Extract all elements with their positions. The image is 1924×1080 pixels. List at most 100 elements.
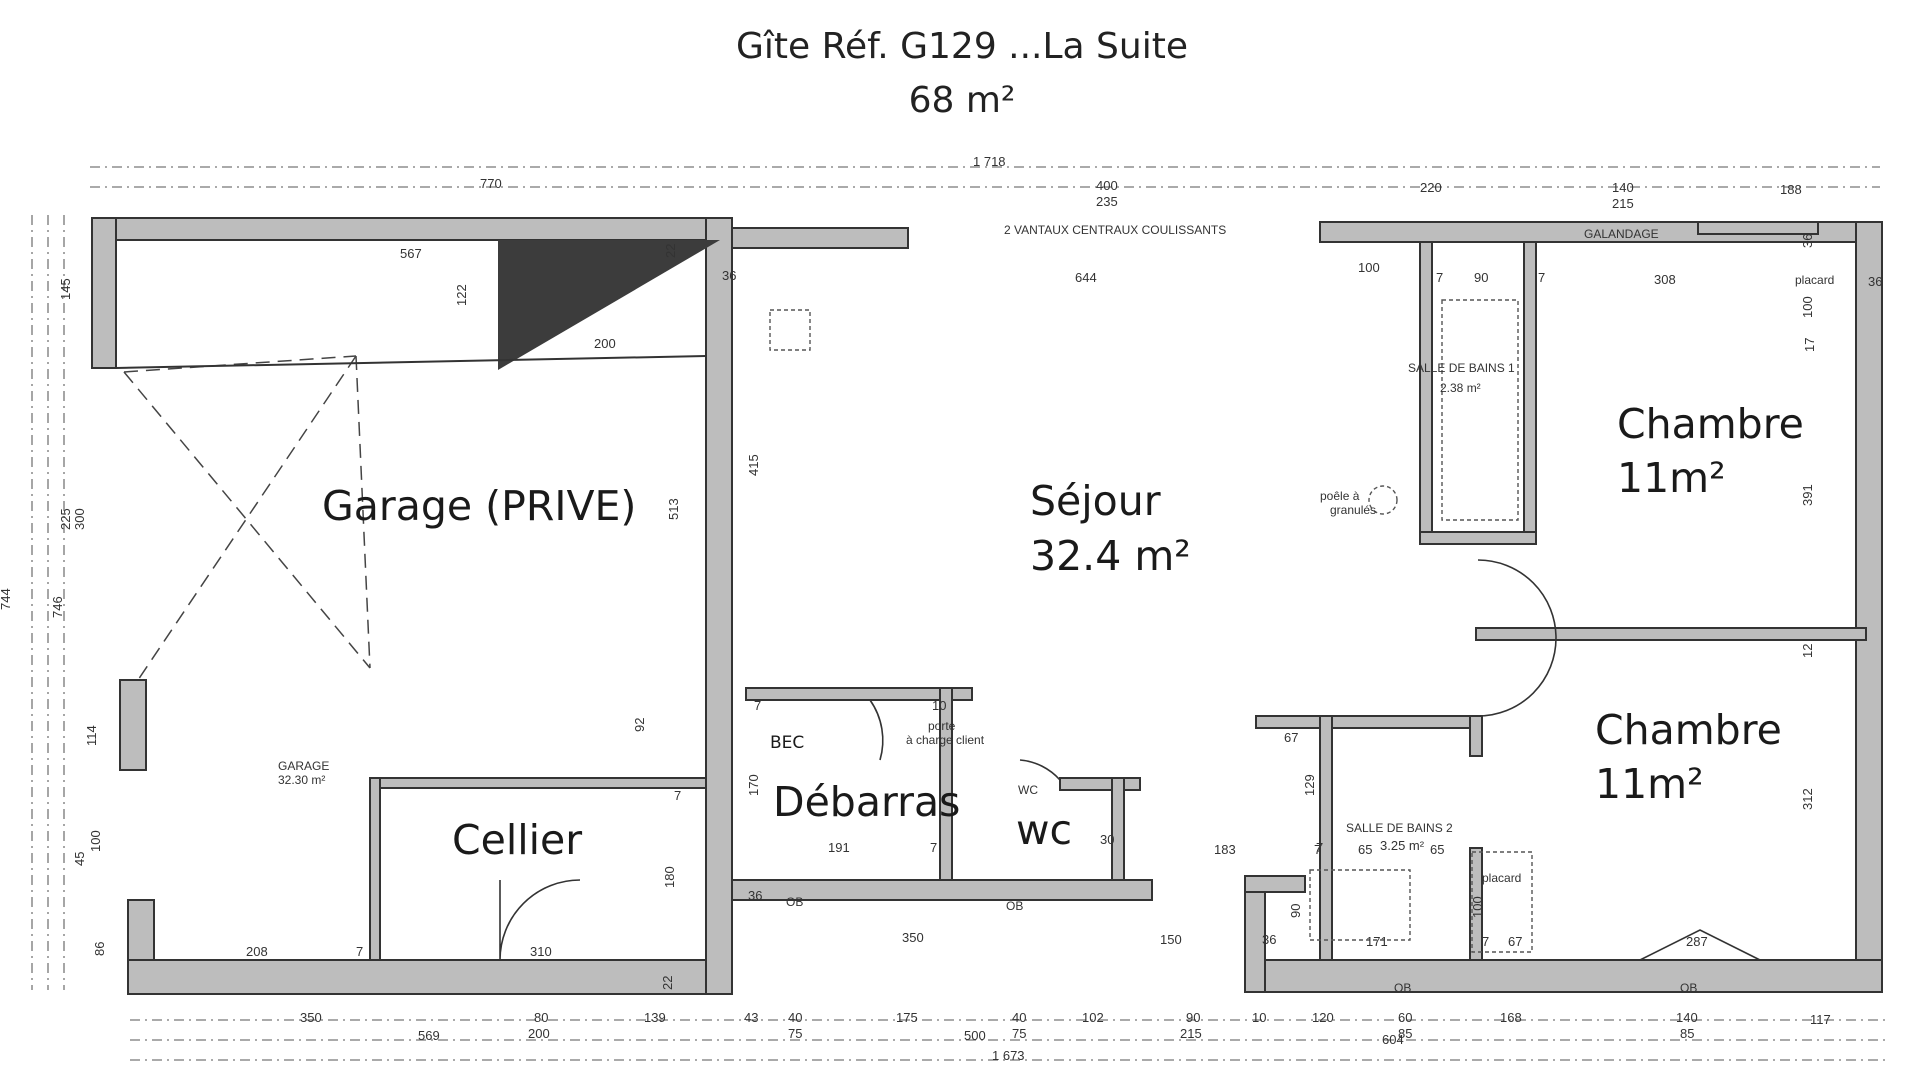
- dim-label: 168: [1500, 1010, 1522, 1025]
- wc-right-wall: [1111, 777, 1125, 881]
- dim-label: 604: [1382, 1032, 1404, 1047]
- dim-label: 43: [744, 1010, 758, 1025]
- dim-label: 22: [663, 244, 678, 258]
- debarras-top-wall: [745, 687, 973, 701]
- bec-label: BEC: [770, 733, 804, 753]
- dim-label: 75: [788, 1026, 802, 1041]
- chambres-separation-wall: [1475, 627, 1867, 641]
- dim-label: 400: [1096, 178, 1118, 193]
- sdb2-right-wall: [1469, 847, 1483, 961]
- dim-label: 7: [930, 840, 937, 855]
- dim-label: 140: [1676, 1010, 1698, 1025]
- dim-label: 36: [722, 268, 736, 283]
- dim-label: 86: [92, 942, 107, 956]
- dim-label: 569: [418, 1028, 440, 1043]
- porte-label: porte: [928, 719, 956, 733]
- garage-area-label: 32.30 m²: [278, 773, 325, 787]
- dim-label: 7: [1436, 270, 1443, 285]
- dim-label: 60: [1398, 1010, 1412, 1025]
- dim-label: 90: [1288, 904, 1303, 918]
- sdb1-right-wall: [1523, 241, 1537, 543]
- room-chambre-2: Chambre: [1595, 706, 1782, 754]
- ob-label-4: OB: [1680, 981, 1697, 995]
- wc-door: [1019, 759, 1061, 781]
- dim-label: 200: [528, 1026, 550, 1041]
- dim-label: 139: [644, 1010, 666, 1025]
- dim-label: 415: [746, 454, 761, 476]
- entry-wall: [1244, 875, 1306, 893]
- dim-label: 312: [1800, 788, 1815, 810]
- dim-label: 175: [896, 1010, 918, 1025]
- dim-label: 1 718: [973, 154, 1006, 169]
- plan-title: Gîte Réf. G129 ...La Suite: [736, 26, 1188, 67]
- dim-label: 208: [246, 944, 268, 959]
- galandage-label: GALANDAGE: [1584, 227, 1659, 241]
- debarras-right-wall: [939, 687, 953, 881]
- chambre-window-symbol: [1639, 929, 1761, 961]
- dim-label: 171: [1366, 934, 1388, 949]
- garage-door-edge-top: [123, 355, 357, 373]
- sdb2-top-wall: [1255, 715, 1483, 729]
- dim-label: 7: [754, 698, 761, 713]
- dim-label: 1 673: [992, 1048, 1025, 1063]
- garage-left-wall-upper: [91, 217, 117, 369]
- sdb2-shower: [1309, 869, 1411, 941]
- dim-label: 67: [1284, 730, 1298, 745]
- dim-label: 36: [748, 888, 762, 903]
- dim-label: 122: [454, 284, 469, 306]
- dim-label: 85: [1680, 1026, 1694, 1041]
- room-chambre-2-area: 11m²: [1595, 760, 1704, 808]
- dim-label: 215: [1180, 1026, 1202, 1041]
- dim-label: 10: [1252, 1010, 1266, 1025]
- wc-small-label: WC: [1018, 783, 1038, 797]
- sdb1-area-label: 2.38 m²: [1440, 381, 1481, 395]
- garage-beam-line: [115, 355, 707, 369]
- dim-label: 287: [1686, 934, 1708, 949]
- placard-label-1: placard: [1795, 273, 1834, 287]
- dim-label: 85: [1398, 1026, 1412, 1041]
- dim-label: 350: [300, 1010, 322, 1025]
- dim-label: 220: [1420, 180, 1442, 195]
- dim-label: 40: [788, 1010, 802, 1025]
- dim-label: 17: [1802, 338, 1817, 352]
- room-wc: wc: [1016, 806, 1072, 854]
- dim-label: 235: [1096, 194, 1118, 209]
- dim-label: 10: [932, 698, 946, 713]
- dim-label: 391: [1800, 484, 1815, 506]
- dim-label: 75: [1012, 1026, 1026, 1041]
- sdb2-label: SALLE DE BAINS 2: [1346, 821, 1453, 835]
- dim-label: 744: [0, 588, 13, 610]
- dim-label: 117: [1810, 1012, 1831, 1027]
- dim-label: 7: [1482, 934, 1489, 949]
- sdb1-bottom-wall: [1419, 531, 1537, 545]
- dim-label: 12: [1800, 644, 1815, 658]
- debarras-door: [869, 699, 884, 761]
- room-debarras: Débarras: [773, 778, 960, 826]
- plan-area: 68 m²: [909, 80, 1016, 121]
- dim-label: 114: [84, 725, 99, 746]
- dim-label: 22: [660, 976, 675, 990]
- kitchen-hob: [769, 309, 811, 351]
- ob-label-2: OB: [1006, 899, 1023, 913]
- room-sejour: Séjour: [1030, 477, 1161, 525]
- dim-label: 7: [1538, 270, 1545, 285]
- ob-label-1: OB: [786, 895, 803, 909]
- dim-label: 65: [1430, 842, 1444, 857]
- cellier-door: [499, 879, 581, 961]
- dim-label: 644: [1075, 270, 1097, 285]
- chambre-door-swing: [1477, 559, 1557, 717]
- granules-label: granulés: [1330, 503, 1376, 517]
- dim-label: 200: [594, 336, 616, 351]
- ob-label-3: OB: [1394, 981, 1411, 995]
- sdb2-left-wall: [1319, 715, 1333, 961]
- dim-label: 30: [1100, 832, 1114, 847]
- dim-label: 3.25 m²: [1380, 838, 1425, 853]
- garage-bottom-wall: [127, 959, 707, 995]
- porte-charge-label: à charge client: [906, 733, 985, 747]
- dim-label: 567: [400, 246, 422, 261]
- dim-label: 36: [1800, 234, 1815, 248]
- garage-door-edge-right: [355, 355, 371, 669]
- sdb1-left-wall: [1419, 241, 1433, 543]
- dim-label: 140: [1612, 180, 1634, 195]
